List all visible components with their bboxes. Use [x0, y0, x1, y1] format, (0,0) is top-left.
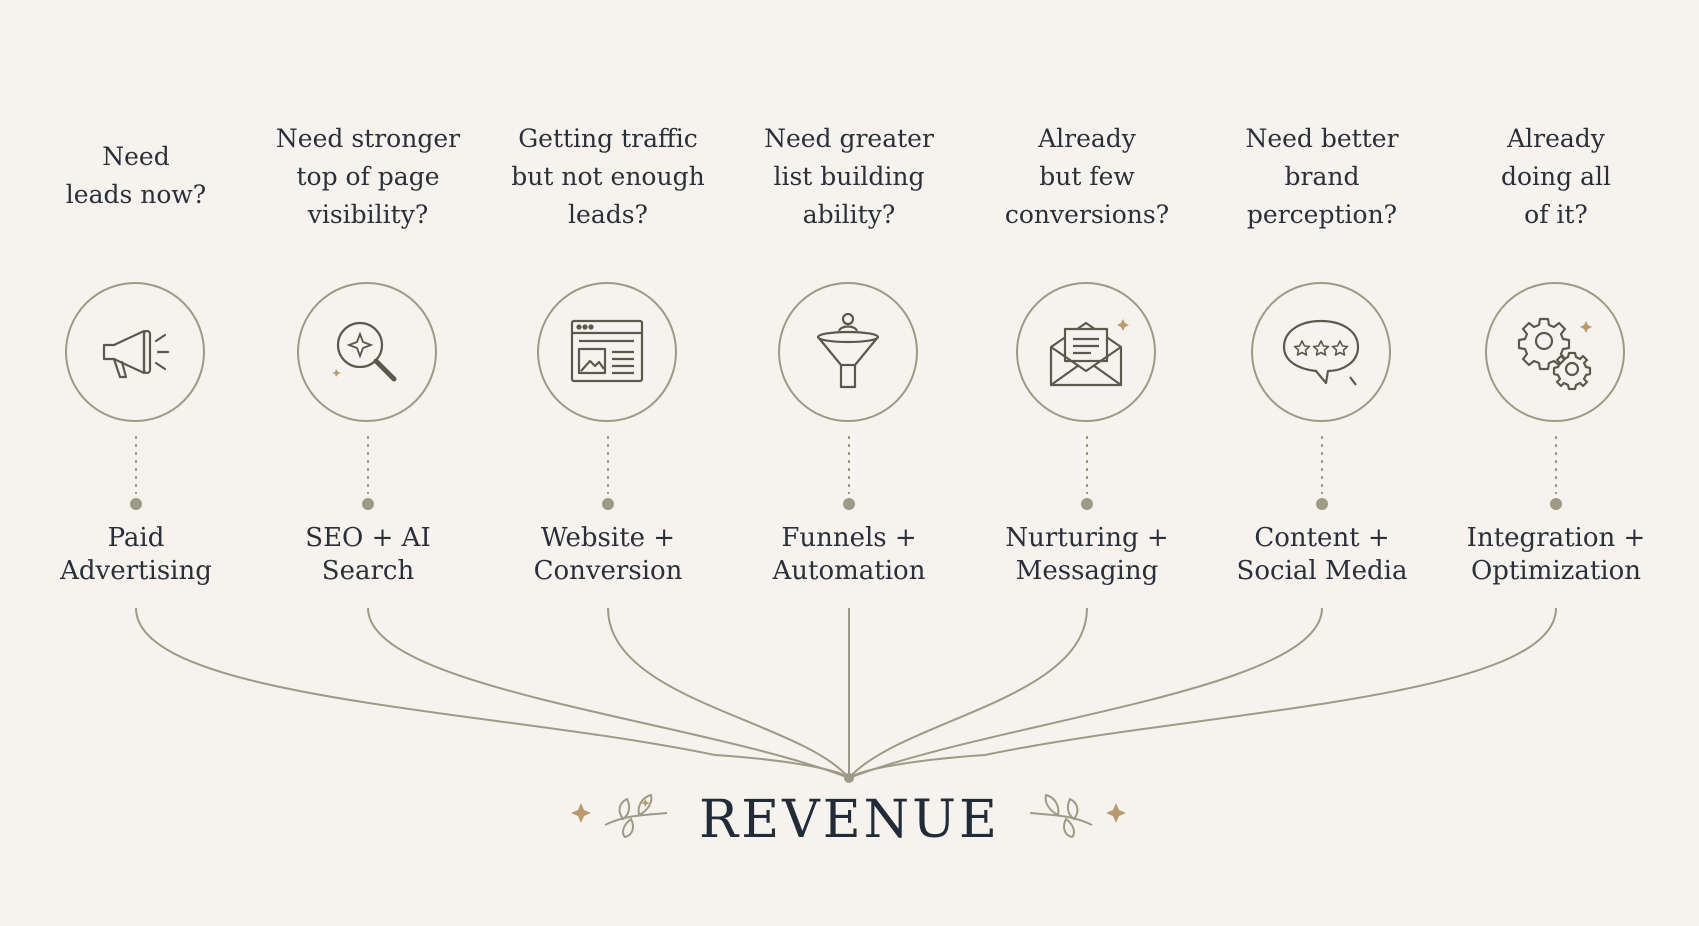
megaphone-icon [65, 282, 205, 422]
node-dot [1081, 498, 1093, 510]
service-label: Integration + Optimization [1466, 523, 1646, 586]
question-text: Already doing all of it? [1501, 124, 1611, 229]
column-nurturing-messaging: Already but few conversions? Nurturing +… [972, 0, 1202, 600]
question-text: Need better brand perception? [1245, 124, 1399, 229]
column-funnels-automation: Need greater list building ability? Funn… [734, 0, 964, 600]
service-label: Nurturing + Messaging [1005, 523, 1169, 586]
funnel-icon [778, 282, 918, 422]
column-content-social-media: Need better brand perception? Content + … [1207, 0, 1437, 600]
envelope-icon [1016, 282, 1156, 422]
node-dot [843, 498, 855, 510]
column-website-conversion: Getting traffic but not enough leads? We… [493, 0, 723, 600]
service-label: Content + Social Media [1236, 523, 1408, 586]
service-label: Paid Advertising [60, 523, 212, 586]
right-leaf-ornament-icon [1029, 793, 1126, 839]
browser-window-icon [537, 282, 677, 422]
revenue-title: REVENUE [699, 790, 1000, 850]
service-label: SEO + AI Search [305, 523, 431, 586]
question-text: Getting traffic but not enough leads? [511, 124, 705, 229]
question-text: Already but few conversions? [1004, 124, 1170, 229]
question-text: Need stronger top of page visibility? [275, 124, 461, 229]
column-seo-ai-search: Need stronger top of page visibility? SE… [253, 0, 483, 600]
node-dot [130, 498, 142, 510]
node-dot [1550, 498, 1562, 510]
chat-stars-icon [1251, 282, 1391, 422]
column-integration-optimization: Already doing all of it? Integration + O… [1441, 0, 1671, 600]
node-dot [1316, 498, 1328, 510]
search-sparkle-icon [297, 282, 437, 422]
question-text: Need leads now? [65, 142, 207, 209]
service-label: Website + Conversion [533, 523, 683, 586]
service-label: Funnels + Automation [772, 523, 926, 586]
column-paid-advertising: Need leads now? Paid Advertising [21, 0, 251, 600]
left-leaf-ornament-icon [571, 793, 668, 839]
node-dot [602, 498, 614, 510]
gears-icon [1485, 282, 1625, 422]
question-text: Need greater list building ability? [764, 124, 934, 229]
node-dot [362, 498, 374, 510]
